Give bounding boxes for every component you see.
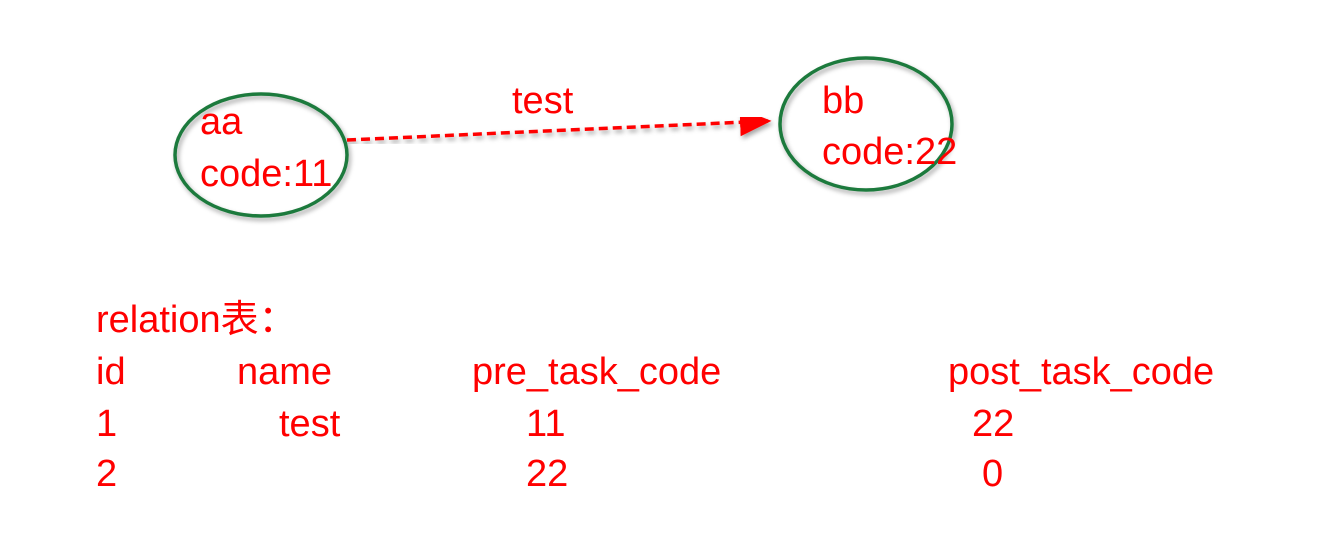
table-cell-pre-task-code: 11	[526, 403, 566, 445]
table-header-id: id	[96, 351, 126, 393]
node-bb-code: code:22	[822, 131, 958, 173]
table-header-name: name	[237, 351, 333, 393]
table-cell-post-task-code: 22	[972, 403, 1015, 445]
table-header-post-task-code: post_task_code	[948, 351, 1215, 393]
table-cell-post-task-code: 0	[982, 453, 1004, 495]
node-aa-ellipse	[173, 92, 349, 218]
edge-arrow-aa-bb	[346, 108, 772, 142]
node-bb-ellipse	[778, 56, 954, 192]
table-title: relation表：	[96, 299, 297, 341]
table-cell-id: 1	[96, 403, 118, 445]
table-header-pre-task-code: pre_task_code	[472, 351, 722, 393]
table-cell-id: 2	[96, 453, 118, 495]
edge-label: test	[512, 80, 574, 122]
node-aa-name: aa	[200, 101, 243, 143]
node-aa-code: code:11	[200, 153, 333, 195]
node-bb-name: bb	[822, 80, 865, 122]
table-cell-name: test	[279, 403, 341, 445]
table-cell-pre-task-code: 22	[526, 453, 569, 495]
